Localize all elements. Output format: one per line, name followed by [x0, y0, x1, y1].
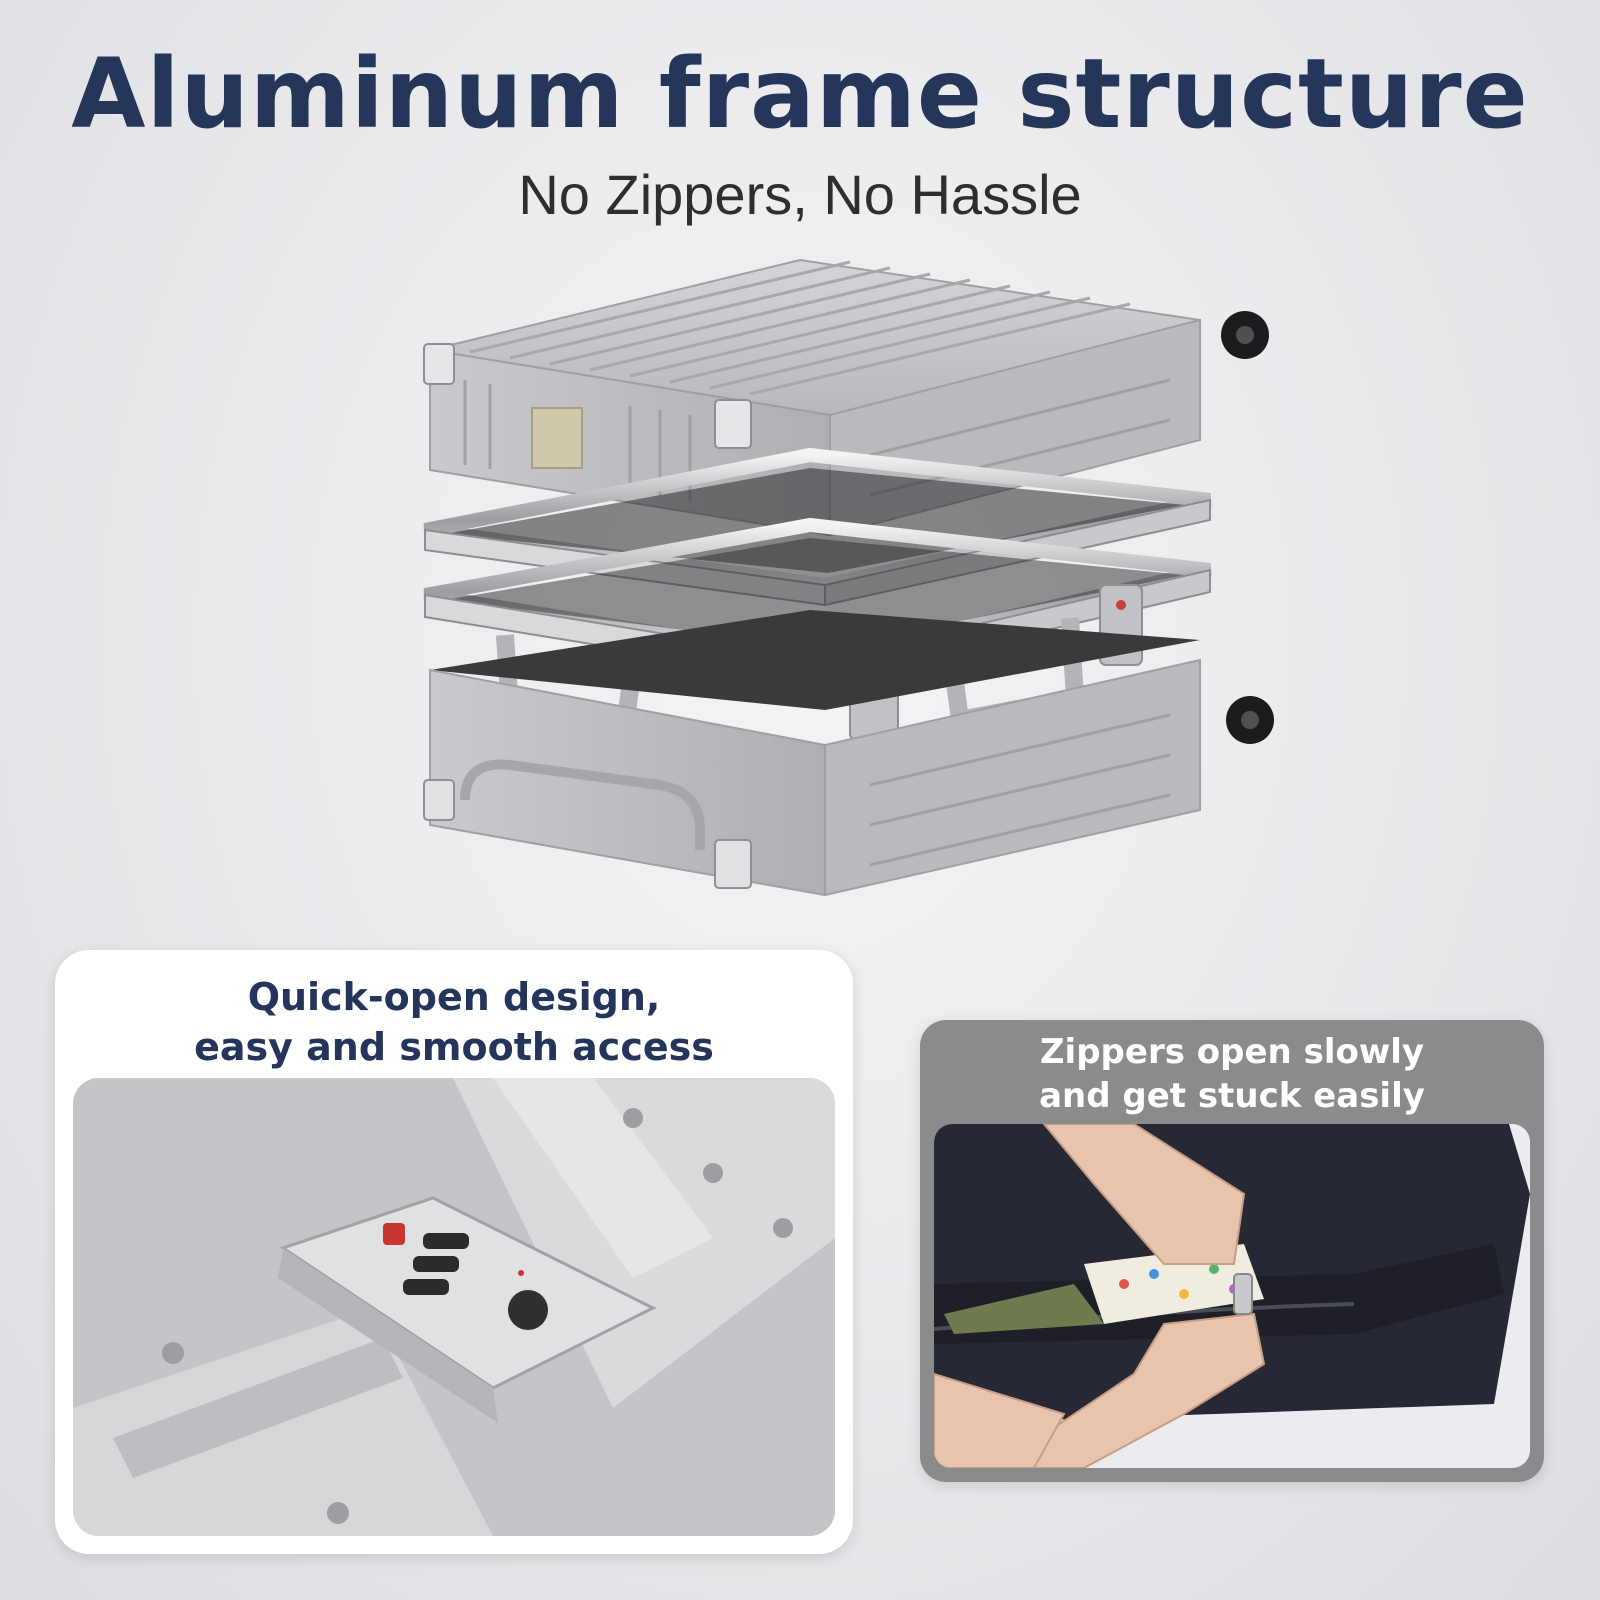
- caption-line-2: easy and smooth access: [194, 1025, 714, 1069]
- hands: [934, 1124, 1266, 1468]
- combination-lock-icon: [278, 1196, 657, 1423]
- suitcase-base: [423, 610, 1274, 897]
- zipper-suitcase-photo: [934, 1124, 1530, 1468]
- tsa-lock-photo: [73, 1078, 835, 1536]
- exploded-suitcase-image: [370, 240, 1290, 940]
- zipper-problem-panel: Zippers open slowly and get stuck easily: [920, 1020, 1544, 1482]
- quick-open-panel: Quick-open design, easy and smooth acces…: [55, 950, 853, 1554]
- zipper-caption: Zippers open slowly and get stuck easily: [920, 1030, 1544, 1118]
- page-title: Aluminum frame structure: [71, 38, 1529, 150]
- caption-line-2: and get stuck easily: [1039, 1076, 1425, 1116]
- caption-line-1: Quick-open design,: [247, 975, 661, 1019]
- page-subtitle: No Zippers, No Hassle: [518, 163, 1082, 226]
- caption-line-1: Zippers open slowly: [1039, 1032, 1425, 1072]
- quick-open-caption: Quick-open design, easy and smooth acces…: [55, 972, 853, 1072]
